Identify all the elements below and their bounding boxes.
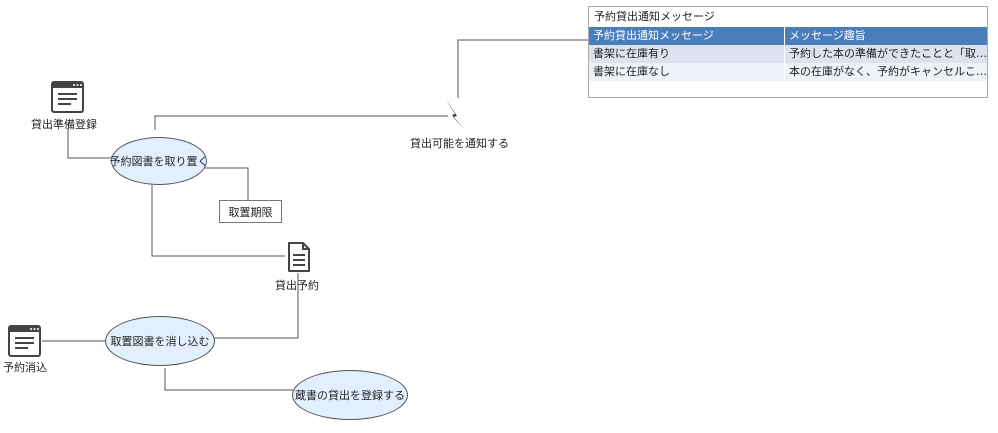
event-label-notify-available[interactable]: 貸出可能を通知する xyxy=(410,137,509,150)
table-row[interactable]: 書架に在庫有り 予約した本の準備ができたことと「取り… xyxy=(589,45,987,63)
document-icon xyxy=(288,242,310,272)
column-header-message[interactable]: 予約貸出通知メッセージ xyxy=(589,27,785,45)
table-row[interactable]: 書架に在庫なし 本の在庫がなく、予約がキャンセルこと… xyxy=(589,63,987,81)
message-table-title: 予約貸出通知メッセージ xyxy=(594,10,715,23)
message-table-header: 予約貸出通知メッセージ メッセージ趣旨 xyxy=(589,27,987,45)
screen-window-icon xyxy=(8,325,41,357)
screen-window-icon xyxy=(51,81,84,113)
node-label-reservation-clear[interactable]: 予約消込 xyxy=(3,361,47,374)
connector-clear-to-register xyxy=(164,368,293,391)
message-table[interactable]: 予約貸出通知メッセージ 予約貸出通知メッセージ メッセージ趣旨 書架に在庫有り … xyxy=(588,6,988,98)
process-clear-hold[interactable]: 取置図書を消し込む xyxy=(105,316,215,366)
table-cell: 書架に在庫有り xyxy=(589,45,785,63)
connector-notify-to-table xyxy=(457,39,590,98)
node-label-lending-prep-register[interactable]: 貸出準備登録 xyxy=(31,118,97,131)
connector-reservation-to-clear xyxy=(214,273,299,339)
connector-prep-to-hold xyxy=(67,128,112,159)
connector-hold-to-reservation xyxy=(151,185,285,257)
node-label-lending-reservation[interactable]: 貸出予約 xyxy=(275,279,319,292)
table-cell: 本の在庫がなく、予約がキャンセルこと… xyxy=(789,65,987,78)
data-hold-deadline[interactable]: 取置期限 xyxy=(219,200,282,223)
column-header-purpose[interactable]: メッセージ趣旨 xyxy=(789,29,866,42)
process-register-lending[interactable]: 蔵書の貸出を登録する xyxy=(292,370,408,420)
connector-hold-to-deadline xyxy=(205,167,249,200)
lightning-event-icon xyxy=(445,98,465,130)
process-reserve-hold[interactable]: 予約図書を取り置く xyxy=(110,137,209,185)
table-cell: 書架に在庫なし xyxy=(589,63,785,81)
connector-hold-to-notify xyxy=(154,115,448,130)
table-cell: 予約した本の準備ができたことと「取り… xyxy=(789,47,987,60)
